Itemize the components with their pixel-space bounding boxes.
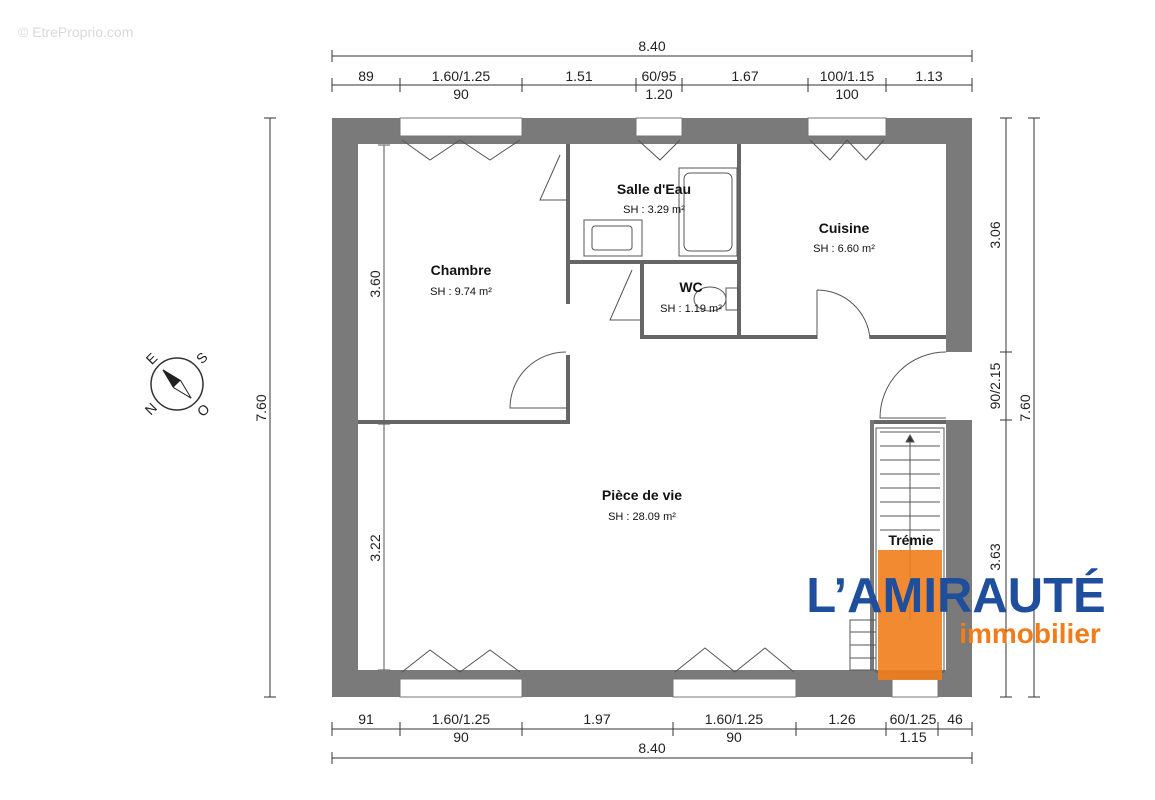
top-sub-dim-2: 1.20 (645, 86, 672, 102)
right-total-dim: 7.60 (1017, 394, 1033, 421)
room-chambre-area: SH : 9.74 m² (430, 286, 492, 298)
bottom-sub-dim-3: 1.15 (899, 729, 926, 745)
bathroom-fixtures (583, 167, 739, 312)
outer-walls (332, 117, 972, 698)
top-dim-6: 100/1.15 (820, 68, 875, 84)
top-sub-dim-3: 100 (835, 86, 859, 102)
top-dimensions: 8.40 89 1.60/1.25 1.51 60/95 1.67 100/1.… (331, 38, 973, 102)
room-piece-vie-area: SH : 28.09 m² (608, 511, 676, 523)
room-chambre-name: Chambre (431, 262, 492, 278)
doors (509, 154, 947, 419)
bottom-sub-dim-2: 90 (726, 729, 742, 745)
left-lower-dim: 3.22 (367, 534, 383, 561)
top-dim-2: 1.60/1.25 (432, 68, 491, 84)
left-dimensions: 7.60 3.60 3.22 (253, 117, 390, 698)
bottom-dim-2: 1.60/1.25 (432, 711, 491, 727)
bottom-dimensions: 91 1.60/1.25 1.97 1.60/1.25 1.26 60/1.25… (331, 711, 973, 764)
room-piece-vie-name: Pièce de vie (602, 487, 682, 503)
logo-line1: L’AMIRAUTÉ (806, 569, 1105, 623)
bottom-dim-7: 46 (947, 711, 963, 727)
watermark-text: © EtreProprio.com (18, 24, 134, 40)
bottom-dim-4: 1.60/1.25 (705, 711, 764, 727)
room-wc-name: WC (679, 279, 702, 295)
top-dim-1: 89 (358, 68, 374, 84)
right-upper-dim: 3.06 (987, 221, 1003, 248)
window-sashes (401, 139, 885, 673)
top-dim-5: 1.67 (731, 68, 758, 84)
right-lower-dim: 3.63 (987, 543, 1003, 570)
room-wc-area: SH : 1.19 m² (660, 303, 722, 315)
room-cuisine-area: SH : 6.60 m² (813, 243, 875, 255)
top-total-dim: 8.40 (638, 38, 665, 54)
compass-n: N (142, 400, 160, 418)
room-salle-eau-area: SH : 3.29 m² (623, 204, 685, 216)
compass-e: E (143, 350, 161, 368)
left-upper-dim: 3.60 (367, 270, 383, 297)
room-tremie-name: Trémie (888, 532, 933, 548)
top-dim-3: 1.51 (565, 68, 592, 84)
room-cuisine-name: Cuisine (819, 220, 870, 236)
bottom-dim-6: 60/1.25 (890, 711, 937, 727)
right-middle-dim: 90/2.15 (987, 362, 1003, 409)
left-total-dim: 7.60 (253, 394, 269, 421)
room-salle-eau-name: Salle d'Eau (617, 181, 691, 197)
bottom-dim-5: 1.26 (828, 711, 855, 727)
logo-line2: immobilier (959, 618, 1101, 649)
top-dim-7: 1.13 (915, 68, 942, 84)
bottom-sub-dim-1: 90 (453, 729, 469, 745)
top-dim-4: 60/95 (641, 68, 676, 84)
room-labels: Chambre SH : 9.74 m² Salle d'Eau SH : 3.… (430, 181, 934, 548)
compass-o: O (194, 401, 213, 420)
interior-walls (358, 144, 946, 670)
right-dimensions: 3.06 90/2.15 3.63 7.60 (987, 117, 1040, 698)
agency-logo: L’AMIRAUTÉ immobilier (806, 550, 1106, 680)
bottom-total-dim: 8.40 (638, 740, 665, 756)
compass-s: S (193, 349, 211, 367)
top-sub-dim-1: 90 (453, 86, 469, 102)
bottom-dim-3: 1.97 (583, 711, 610, 727)
bottom-dim-1: 91 (358, 711, 374, 727)
compass: E S O N (142, 349, 213, 420)
